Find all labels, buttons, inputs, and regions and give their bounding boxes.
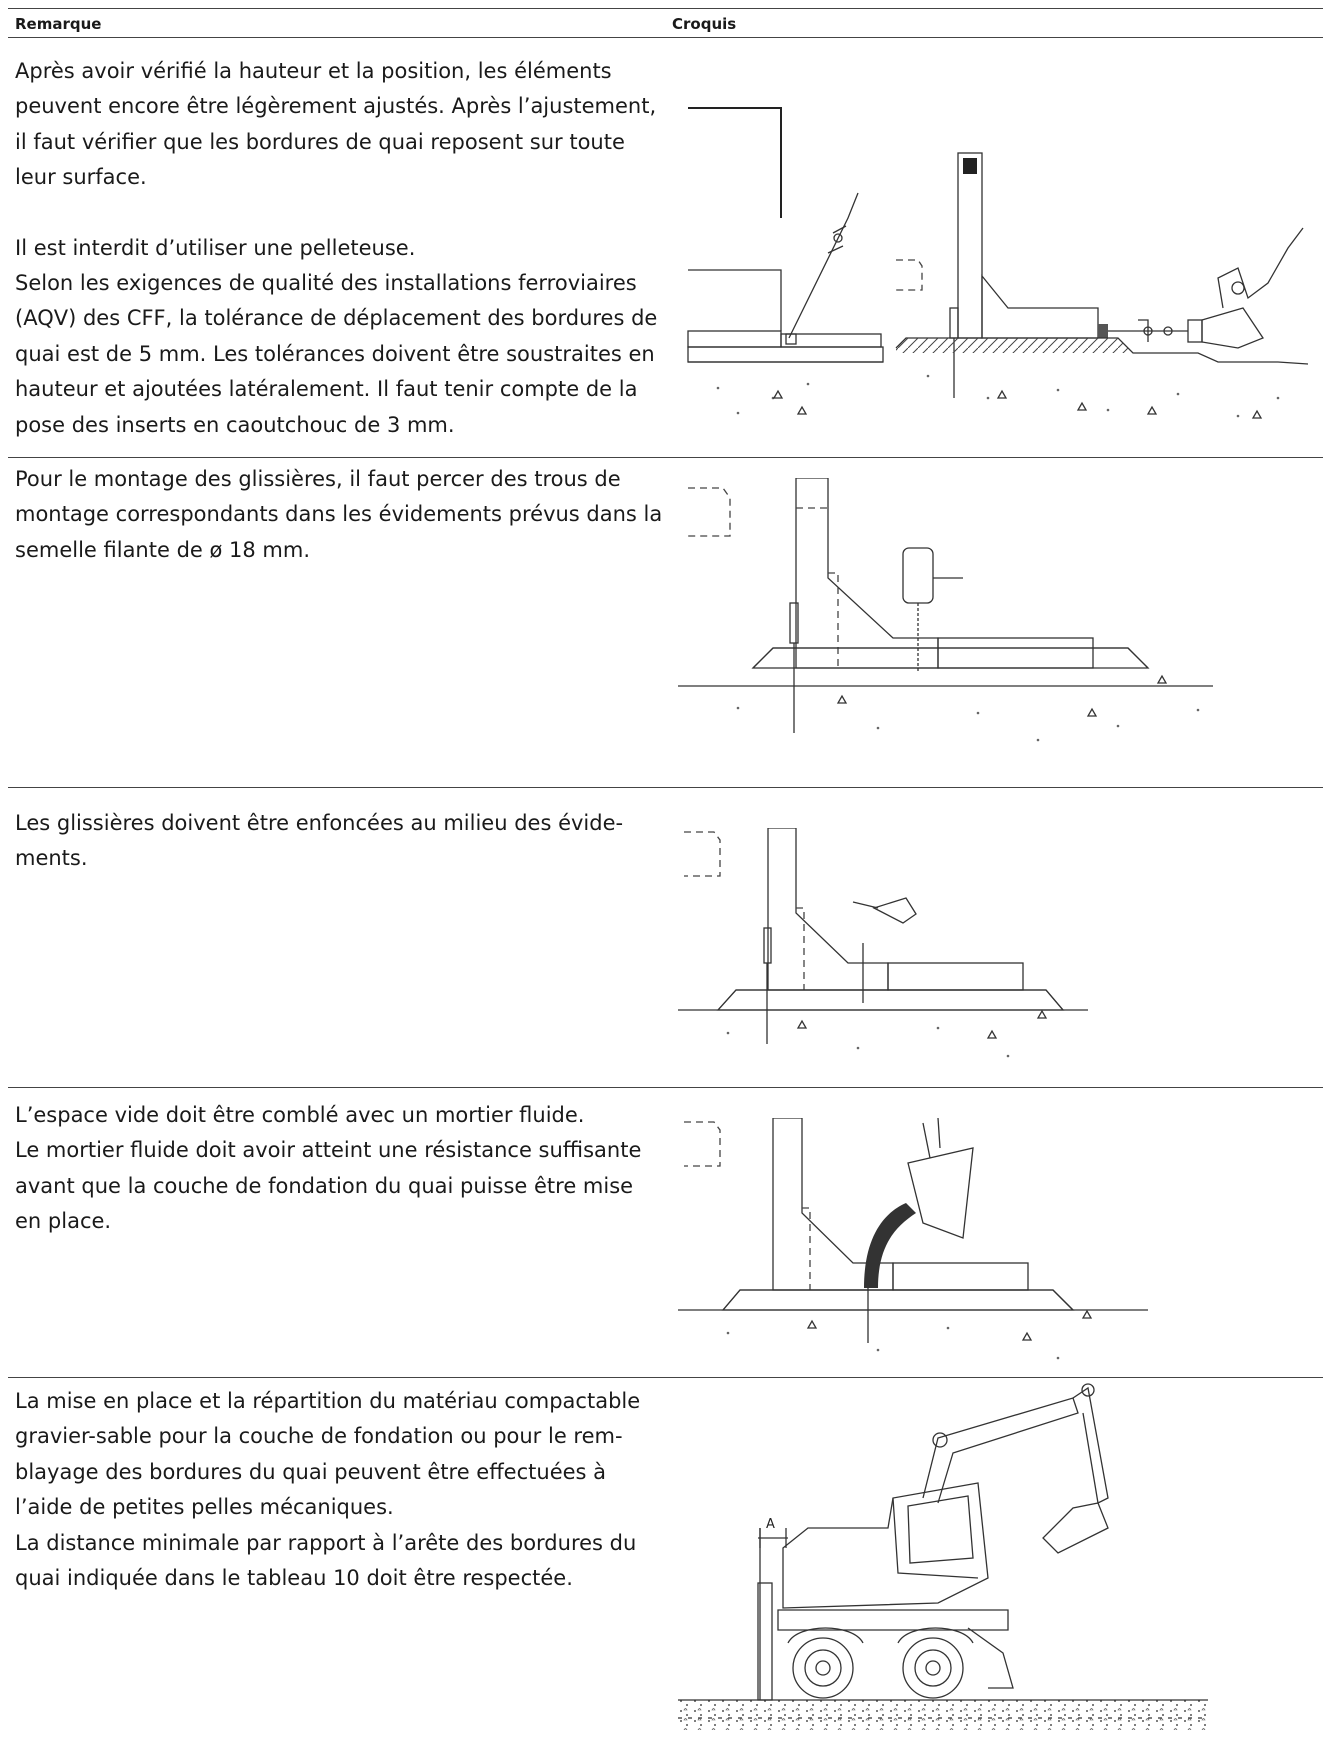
sketch-hammering (678, 828, 1298, 1068)
remark-paragraph: Pour le montage des glissières, il faut … (15, 467, 663, 562)
remark-paragraph: L’espace vide doit être comblé avec un m… (15, 1103, 585, 1127)
remark-paragraph: La distance minimale par rapport à l’arê… (15, 1530, 637, 1591)
table-row-4: L’espace vide doit être comblé avec un m… (8, 1088, 1323, 1378)
header-sketch: Croquis (672, 15, 737, 33)
sketch-mortar-filling (678, 1118, 1298, 1368)
table-row-1: Après avoir vérifié la hauteur et la pos… (8, 38, 1323, 458)
table-row-3: Les glissières doivent être enfoncées au… (8, 788, 1323, 1088)
sketch-excavator: A (678, 1378, 1208, 1748)
table-row-5: La mise en place et la répartition du ma… (8, 1378, 1323, 1754)
sketch-adjustment (678, 98, 1308, 438)
remark-cell: Les glissières doivent être enfoncées au… (15, 806, 665, 877)
sketch-drilling (678, 478, 1298, 778)
dimension-a-label: A (766, 1517, 775, 1532)
remark-cell: L’espace vide doit être comblé avec un m… (15, 1098, 665, 1240)
remark-paragraph: La mise en place et la répartition du ma… (15, 1389, 641, 1520)
remark-cell: Pour le montage des glissières, il faut … (15, 462, 665, 568)
remark-paragraph: Les glissières doivent être enfoncées au… (15, 811, 624, 871)
table-header: Remarque Croquis (8, 8, 1323, 38)
remark-paragraph: Le mortier fluide doit avoir atteint une… (15, 1138, 642, 1234)
remark-cell: La mise en place et la répartition du ma… (15, 1384, 665, 1596)
table-row-2: Pour le montage des glissières, il faut … (8, 458, 1323, 788)
remark-paragraph: Il est interdit d’utiliser une pelleteus… (15, 235, 416, 260)
remark-cell: Après avoir vérifié la hauteur et la pos… (15, 54, 665, 443)
remark-paragraph: Selon les exigences de qualité des insta… (15, 271, 658, 437)
remark-paragraph: Après avoir vérifié la hauteur et la pos… (15, 59, 657, 190)
header-remark: Remarque (15, 15, 102, 33)
